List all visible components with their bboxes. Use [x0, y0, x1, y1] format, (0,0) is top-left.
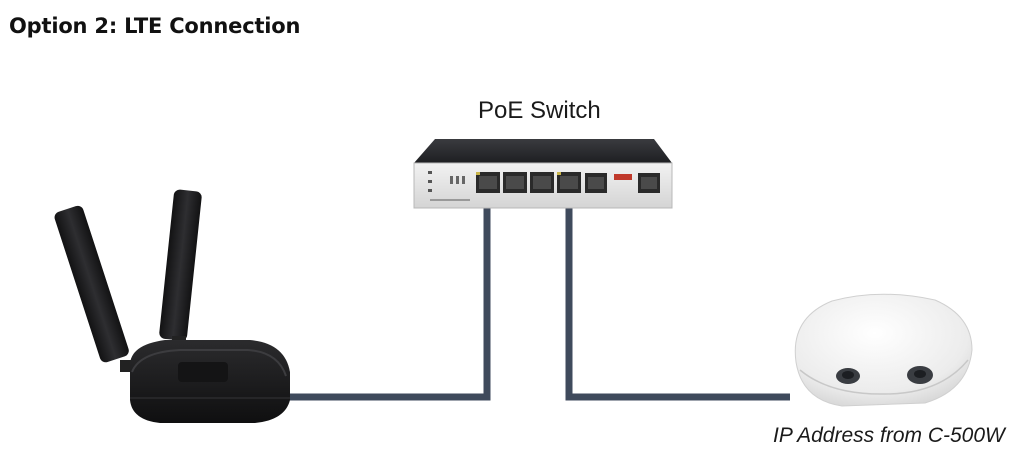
ceiling-camera-icon: [794, 293, 973, 407]
poe-switch-icon: [413, 139, 673, 209]
lte-router-icon: [54, 189, 290, 423]
cable-router-to-switch: [272, 180, 491, 401]
poe-switch-label: PoE Switch: [478, 97, 601, 124]
cable-switch-to-camera: [565, 180, 790, 401]
camera-label: IP Address from C-500W: [773, 424, 1005, 447]
poe-ports: [476, 172, 581, 193]
diagram-title: Option 2: LTE Connection: [9, 14, 301, 38]
cables: [272, 180, 790, 401]
